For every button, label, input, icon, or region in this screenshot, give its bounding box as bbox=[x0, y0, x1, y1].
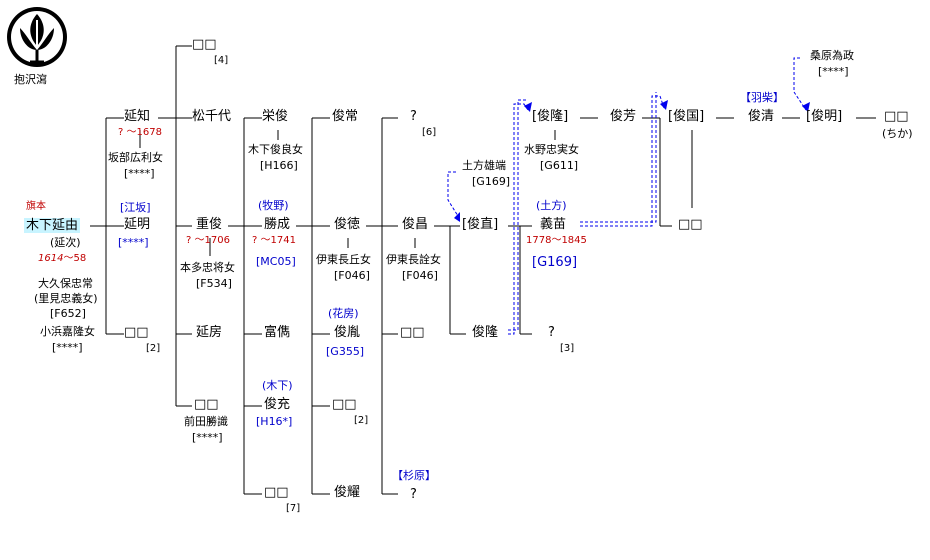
person-unknown[interactable]: □□ bbox=[332, 397, 357, 412]
spouse-label: 前田勝識 bbox=[184, 415, 228, 428]
person-unknown[interactable]: □□ bbox=[264, 485, 289, 500]
dates-label: ? ～1706 bbox=[186, 235, 230, 246]
ref-label: [F652] bbox=[50, 307, 86, 320]
person-toshiaki[interactable]: [俊明] bbox=[806, 109, 843, 124]
ref-label: [2] bbox=[354, 415, 369, 426]
ref-label: [6] bbox=[422, 127, 437, 138]
person-toshitaka[interactable]: 俊隆 bbox=[472, 325, 499, 340]
house-tag: [江坂] bbox=[120, 201, 151, 214]
house-tag: 【羽柴】 bbox=[740, 91, 784, 104]
person-unknown[interactable]: □□ bbox=[192, 37, 217, 52]
person-toshitaka-adopted[interactable]: [俊隆] bbox=[532, 109, 569, 124]
alias-label: (延次) bbox=[50, 236, 81, 249]
person-toshiyo[interactable]: 俊耀 bbox=[334, 485, 361, 500]
person-toshikiyo[interactable]: 俊清 bbox=[748, 109, 775, 124]
rank-label: 旗本 bbox=[26, 201, 46, 212]
person-nobuyoshi[interactable]: 木下延由 bbox=[24, 218, 81, 233]
house-tag: (牧野) bbox=[258, 199, 289, 212]
person-katsushige[interactable]: 勝成 bbox=[264, 217, 291, 232]
ref-label: [****] bbox=[818, 65, 849, 78]
spouse-label: 坂部広利女 bbox=[108, 151, 163, 164]
person-toshikuni[interactable]: [俊国] bbox=[668, 109, 705, 124]
person-toshinori[interactable]: 俊徳 bbox=[334, 217, 361, 232]
person-tomisuke[interactable]: 富儁 bbox=[264, 325, 291, 340]
crest-caption: 抱沢瀉 bbox=[14, 73, 47, 86]
person-toshinao[interactable]: [俊直] bbox=[462, 217, 499, 232]
ref-label: [7] bbox=[286, 503, 301, 514]
adopter-label: 桑原為政 bbox=[810, 49, 854, 62]
spouse-label: 伊東長丘女 bbox=[316, 253, 371, 266]
person-toshimitsu[interactable]: 俊充 bbox=[264, 397, 291, 412]
person-unknown[interactable]: □□ bbox=[400, 325, 425, 340]
ref-label: [****] bbox=[124, 167, 155, 180]
dates-label: ? ～1678 bbox=[118, 127, 162, 138]
spouse-label: (里見忠義女) bbox=[34, 292, 98, 305]
ref-label: [****] bbox=[52, 341, 83, 354]
ref-label: [MC05] bbox=[256, 255, 296, 268]
person-yoshinae[interactable]: 義苗 bbox=[540, 217, 567, 232]
person-enmei[interactable]: 延明 bbox=[124, 217, 151, 232]
ref-label: [G169] bbox=[532, 255, 578, 270]
ref-label: [F046] bbox=[402, 269, 438, 282]
note-label: (ちか) bbox=[882, 127, 913, 140]
person-toshiyoshi[interactable]: 俊芳 bbox=[610, 109, 637, 124]
house-tag: (木下) bbox=[262, 379, 293, 392]
person-unknown[interactable]: ? bbox=[548, 325, 555, 340]
person-toshimasa[interactable]: 俊昌 bbox=[402, 217, 429, 232]
spouse-label: 大久保忠常 bbox=[38, 277, 93, 290]
dates-label: 1778～1845 bbox=[526, 235, 587, 246]
person-unknown[interactable]: ? bbox=[410, 487, 417, 502]
person-nobufusa[interactable]: 延房 bbox=[196, 325, 223, 340]
ref-label: [3] bbox=[560, 343, 575, 354]
person-unknown[interactable]: □□ bbox=[884, 109, 909, 124]
ref-label: [4] bbox=[214, 55, 229, 66]
spouse-label: 木下俊良女 bbox=[248, 143, 303, 156]
ref-label: [F534] bbox=[196, 277, 232, 290]
person-enshi[interactable]: 延知 bbox=[124, 109, 151, 124]
person-unknown[interactable]: □□ bbox=[124, 325, 149, 340]
spouse-label: 水野忠実女 bbox=[524, 143, 579, 156]
house-tag: (花房) bbox=[328, 307, 359, 320]
adopter-label: 土方雄端 bbox=[462, 159, 506, 172]
ref-label: [2] bbox=[146, 343, 161, 354]
ref-label: [H166] bbox=[260, 159, 298, 172]
ref-label: [****] bbox=[192, 431, 223, 444]
person-unknown[interactable]: ? bbox=[410, 109, 417, 124]
ref-label: [H16*] bbox=[256, 415, 293, 428]
spouse-label: 本多忠将女 bbox=[180, 261, 235, 274]
dates-label: 1614～58 bbox=[38, 253, 87, 264]
person-unknown[interactable]: □□ bbox=[194, 397, 219, 412]
ref-label: [G355] bbox=[326, 345, 365, 358]
dates-label: ? ～1741 bbox=[252, 235, 296, 246]
person-shigetoshi[interactable]: 重俊 bbox=[196, 217, 223, 232]
ref-label: [F046] bbox=[334, 269, 370, 282]
person-unknown[interactable]: □□ bbox=[678, 217, 703, 232]
house-tag: 【杉原】 bbox=[392, 469, 436, 482]
person-toshihiro[interactable]: 俊胤 bbox=[334, 325, 361, 340]
ref-label: [G611] bbox=[540, 159, 579, 172]
family-crest-icon bbox=[7, 7, 67, 67]
person-toshitsune[interactable]: 俊常 bbox=[332, 109, 359, 124]
person-soshun[interactable]: 栄俊 bbox=[262, 109, 289, 124]
house-tag: (土方) bbox=[536, 199, 567, 212]
ref-label: [G169] bbox=[472, 175, 511, 188]
spouse-label: 小浜嘉隆女 bbox=[40, 325, 95, 338]
spouse-label: 伊東長詮女 bbox=[386, 253, 441, 266]
person-matsuchiyo[interactable]: 松千代 bbox=[192, 109, 232, 124]
ref-label: [****] bbox=[118, 236, 149, 249]
